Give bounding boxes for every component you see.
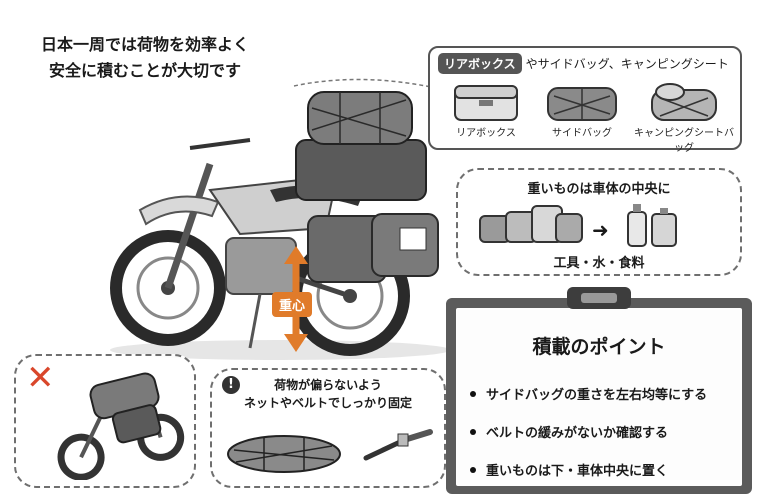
cargo-net-icon [224, 420, 344, 478]
warning-icon: ! [222, 376, 240, 394]
rear-box-icon [440, 78, 532, 124]
points-list: サイドバッグの重さを左右均等にする ベルトの緩みがないか確認する 重いものは下・… [470, 384, 707, 498]
arrow-right-icon: ➜ [592, 218, 609, 242]
storage-types-header: リアボックス やサイドバッグ、キャンピングシート [438, 53, 729, 74]
heavy-items-title: 重いものは車体の中央に [527, 182, 671, 197]
points-title: 積載のポイント [532, 336, 666, 358]
tilted-motorcycle-icon [46, 362, 186, 480]
net-fixing-panel: ! 荷物が偏らないよう ネットやベルトでしっかり固定 [210, 368, 446, 488]
side-bag-icon [536, 78, 628, 124]
heavy-items-panel: 重いものは車体の中央に ➜ 工具・水・食料 [456, 168, 742, 276]
cross-icon: ✕ [26, 358, 55, 398]
motorcycle-illustration [100, 78, 460, 368]
points-paper: 積載のポイント サイドバッグの重さを左右均等にする ベルトの緩みがないか確認する… [456, 308, 742, 486]
bad-example-panel: ✕ [14, 354, 196, 488]
bullet-icon [470, 390, 476, 397]
headline-line-2: 安全に積むことが大切です [48, 61, 241, 80]
storage-item-label: キャンピングシートバッグ [634, 128, 734, 154]
points-clipboard: 積載のポイント サイドバッグの重さを左右均等にする ベルトの緩みがないか確認する… [446, 298, 752, 494]
camping-seat-bag-icon [630, 78, 738, 124]
net-fixing-line-1: 荷物が偏らないよう [274, 378, 382, 392]
belt-buckle-icon [360, 424, 434, 470]
point-item: 重いものは下・車体中央に置く [470, 460, 707, 479]
storage-item-label: リアボックス [456, 128, 516, 139]
rear-box-tag: リアボックス [438, 53, 522, 74]
water-bottle-icon [622, 200, 682, 248]
clipboard-clip [567, 287, 631, 309]
center-of-gravity-badge: 重心 [272, 292, 313, 317]
storage-item-rear-box: リアボックス [440, 78, 532, 139]
bullet-icon [470, 428, 476, 435]
storage-types-suffix: やサイドバッグ、キャンピングシート [525, 57, 729, 71]
net-fixing-line-2: ネットやベルトでしっかり固定 [243, 396, 412, 410]
storage-item-label: サイドバッグ [552, 128, 612, 139]
storage-types-panel: リアボックス やサイドバッグ、キャンピングシート リアボックス サイドバッグ [428, 46, 742, 154]
point-item: サイドバッグの重さを左右均等にする [470, 384, 707, 403]
headline-line-1: 日本一周では荷物を効率よく [40, 35, 249, 54]
storage-item-side-bag: サイドバッグ [536, 78, 628, 139]
point-item: ベルトの緩みがないか確認する [470, 422, 707, 441]
bullet-icon [470, 466, 476, 473]
headline: 日本一周では荷物を効率よく 安全に積むことが大切です [14, 32, 276, 84]
heavy-items-caption: 工具・水・食料 [553, 256, 645, 271]
tools-icon [476, 200, 586, 248]
net-fixing-text: 荷物が偏らないよう ネットやベルトでしっかり固定 [212, 376, 444, 412]
storage-item-camping-seat-bag: キャンピングシートバッグ [630, 78, 738, 154]
